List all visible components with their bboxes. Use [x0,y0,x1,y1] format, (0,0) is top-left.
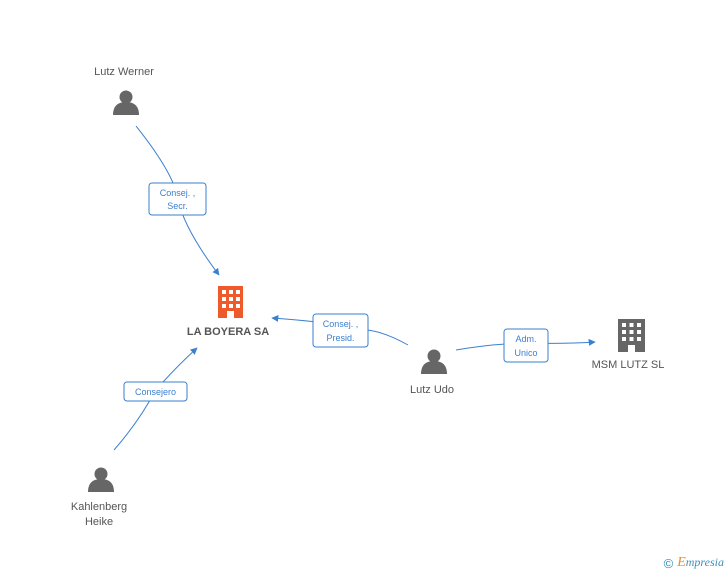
brand-rest: mpresia [685,555,724,569]
edge-label-line: Adm. [515,334,536,344]
edge-label-line: Secr. [167,201,188,211]
building-icon [618,319,645,352]
copyright-symbol: © [663,555,674,571]
node-label: Heike [85,516,113,528]
edge-label-udo-msm: Adm. Unico [503,328,549,363]
person-icon [113,90,139,115]
footer-brand: © Empresia [664,555,724,571]
node-label: Lutz Werner [94,66,154,78]
node-lutz-werner[interactable]: Lutz Werner [94,66,154,115]
person-icon [88,467,114,492]
person-icon [421,349,447,374]
node-label: Lutz Udo [410,384,454,396]
edge-label-line: Consej. , [323,319,359,329]
edge-label-line: Consejero [135,387,176,397]
building-icon [218,286,243,318]
node-msm-lutz[interactable]: MSM LUTZ SL [592,319,665,371]
edge-label-line: Consej. , [160,188,196,198]
node-label: LA BOYERA SA [187,326,269,338]
brand-initial: E [677,555,686,570]
brand-logo[interactable]: Empresia [677,555,724,571]
node-la-boyera[interactable]: LA BOYERA SA [187,286,269,338]
node-kahlenberg-heike[interactable]: Kahlenberg Heike [71,467,127,529]
node-lutz-udo[interactable]: Lutz Udo [410,349,454,397]
node-label: Kahlenberg [71,501,127,513]
edge-label-kahlenberg-boyera: Consejero [123,381,188,402]
edge-label-werner-boyera: Consej. , Secr. [148,182,207,216]
node-label: MSM LUTZ SL [592,359,665,371]
edge-label-line: Unico [514,348,537,358]
edge-label-udo-boyera: Consej. , Presid. [312,313,369,348]
edge-label-line: Presid. [326,333,354,343]
